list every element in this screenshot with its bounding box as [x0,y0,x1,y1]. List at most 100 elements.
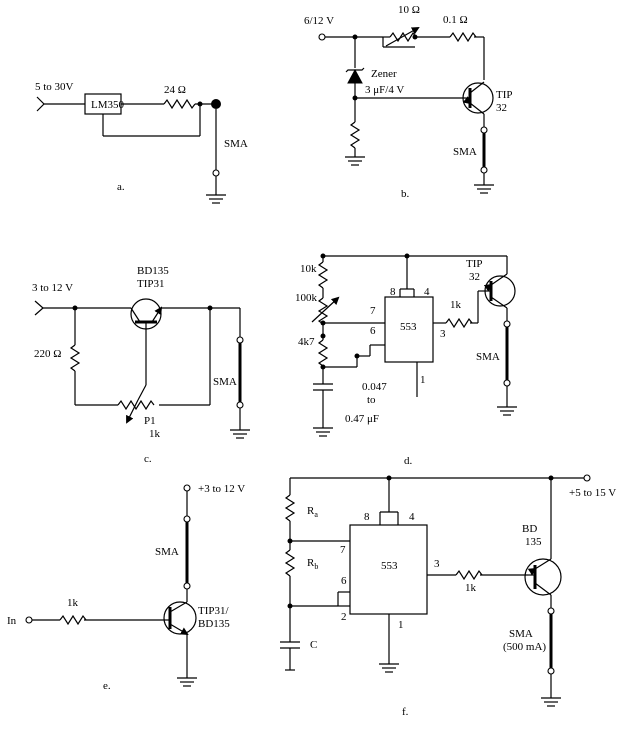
transistor-alt-label: TIP31 [137,278,165,290]
supply-terminal [183,484,191,492]
input-terminal-icon [34,300,44,316]
potentiometer-p1-icon [117,399,155,411]
supply-terminal [318,33,326,41]
resistor-ra-label: Ra [307,505,318,519]
pin-1-label: 1 [398,619,404,631]
pin-1-label: 1 [420,374,426,386]
pin-3-label: 3 [440,328,446,340]
resistor-10k-label: 10k [300,263,317,275]
circuit-d: 10k 100k 4k7 0.047 to 0.47 μF 553 8 4 7 … [295,253,517,467]
ground-icon [313,427,333,437]
load-label: SMA [453,146,477,158]
pnp-transistor-icon [483,273,516,309]
transistor-label: TIP [466,258,483,270]
resistor-label: 0.1 Ω [443,14,468,26]
npn-transistor-icon [163,601,197,636]
capacitor-icon [313,383,333,391]
caption-b: b. [401,188,410,200]
input-voltage-label: 5 to 30V [35,81,74,93]
pin-4-label: 4 [424,286,430,298]
resistor-rb-label: Rb [307,557,318,571]
potentiometer-100k-icon [317,297,329,325]
regulator-label: LM350 [91,99,125,111]
ground-icon [497,406,517,416]
zener-rating-label: 3 μF/4 V [365,84,404,96]
input-terminal-icon [36,96,45,112]
load-rating-label: (500 mA) [503,641,546,653]
cap-to-label: to [367,394,376,406]
resistor-1k-icon [59,614,87,626]
transistor-label: TIP31/ [198,605,230,617]
input-terminal [25,616,33,624]
resistor-rb-icon [284,549,296,577]
transistor-number-label: 32 [496,102,507,114]
ground-icon [345,156,365,166]
ground-icon [230,429,250,439]
transistor-number-label: 135 [525,536,542,548]
cap-range-label: 0.47 μF [345,413,379,425]
ground-icon [177,677,197,687]
transistor-label: BD [522,523,537,535]
capacitor-icon [280,641,300,649]
timer-553-chip [384,296,434,363]
output-node [211,99,221,109]
caption-a: a. [117,181,125,193]
resistor-4k7-label: 4k7 [298,336,315,348]
ground-icon [474,184,494,194]
pin-4-label: 4 [409,511,415,523]
resistor-label: 24 Ω [164,84,186,96]
circuit-f: +5 to 15 V Ra Rb C 553 8 4 7 6 2 3 1 1k … [280,474,616,718]
pot-100k-label: 100k [295,292,318,304]
pin-7-label: 7 [370,305,376,317]
pot-name-label: P1 [144,415,156,427]
circuit-e: +3 to 12 V SMA In 1k TIP31/ BD135 e. [7,483,245,692]
base-resistor-label: 1k [450,299,462,311]
pin-7-label: 7 [340,544,346,556]
cap-value-label: 0.047 [362,381,387,393]
resistor-ra-icon [284,494,296,522]
resistor-label: 1k [67,597,79,609]
caption-e: e. [103,680,111,692]
pnp-transistor-icon [524,558,562,596]
circuit-c: BD135 TIP31 3 to 12 V 220 Ω P1 1k SMA c. [32,265,250,465]
pin-6-label: 6 [370,325,376,337]
resistor-label: 220 Ω [34,348,61,360]
resistor-1k-icon [455,569,483,581]
ground-icon [379,663,399,673]
input-voltage-label: 3 to 12 V [32,282,73,294]
pin-2-label: 2 [341,611,347,623]
chip-label: 553 [400,321,417,333]
load-label: SMA [509,628,533,640]
supply-terminal [583,474,591,482]
caption-d: d. [404,455,413,467]
pot-label: 10 Ω [398,4,420,16]
resistor-0.1ohm-icon [449,31,477,43]
supply-label: +3 to 12 V [198,483,245,495]
resistor-zener-bias-icon [349,121,361,149]
capacitor-label: C [310,639,317,651]
pin-8-label: 8 [390,286,396,298]
ground-icon [541,697,561,707]
resistor-label: 1k [465,582,477,594]
zener-label: Zener [371,68,397,80]
chip-label: 553 [381,560,398,572]
load-label: SMA [224,138,248,150]
supply-label: 6/12 V [304,15,334,27]
transistor-alt-label: BD135 [198,618,230,630]
caption-f: f. [402,706,409,718]
sma-terminal [212,169,220,177]
transistor-label: TIP [496,89,513,101]
ground-icon [206,194,226,204]
npn-transistor-icon [130,298,163,336]
load-label: SMA [476,351,500,363]
resistor-4k7-icon [317,339,329,367]
input-label: In [7,615,17,627]
pnp-transistor-icon [462,81,494,115]
supply-label: +5 to 15 V [569,487,616,499]
circuit-a: 5 to 30V LM350 24 Ω SMA a. [35,81,248,204]
load-label: SMA [155,546,179,558]
load-label: SMA [213,376,237,388]
transistor-number-label: 32 [469,271,480,283]
